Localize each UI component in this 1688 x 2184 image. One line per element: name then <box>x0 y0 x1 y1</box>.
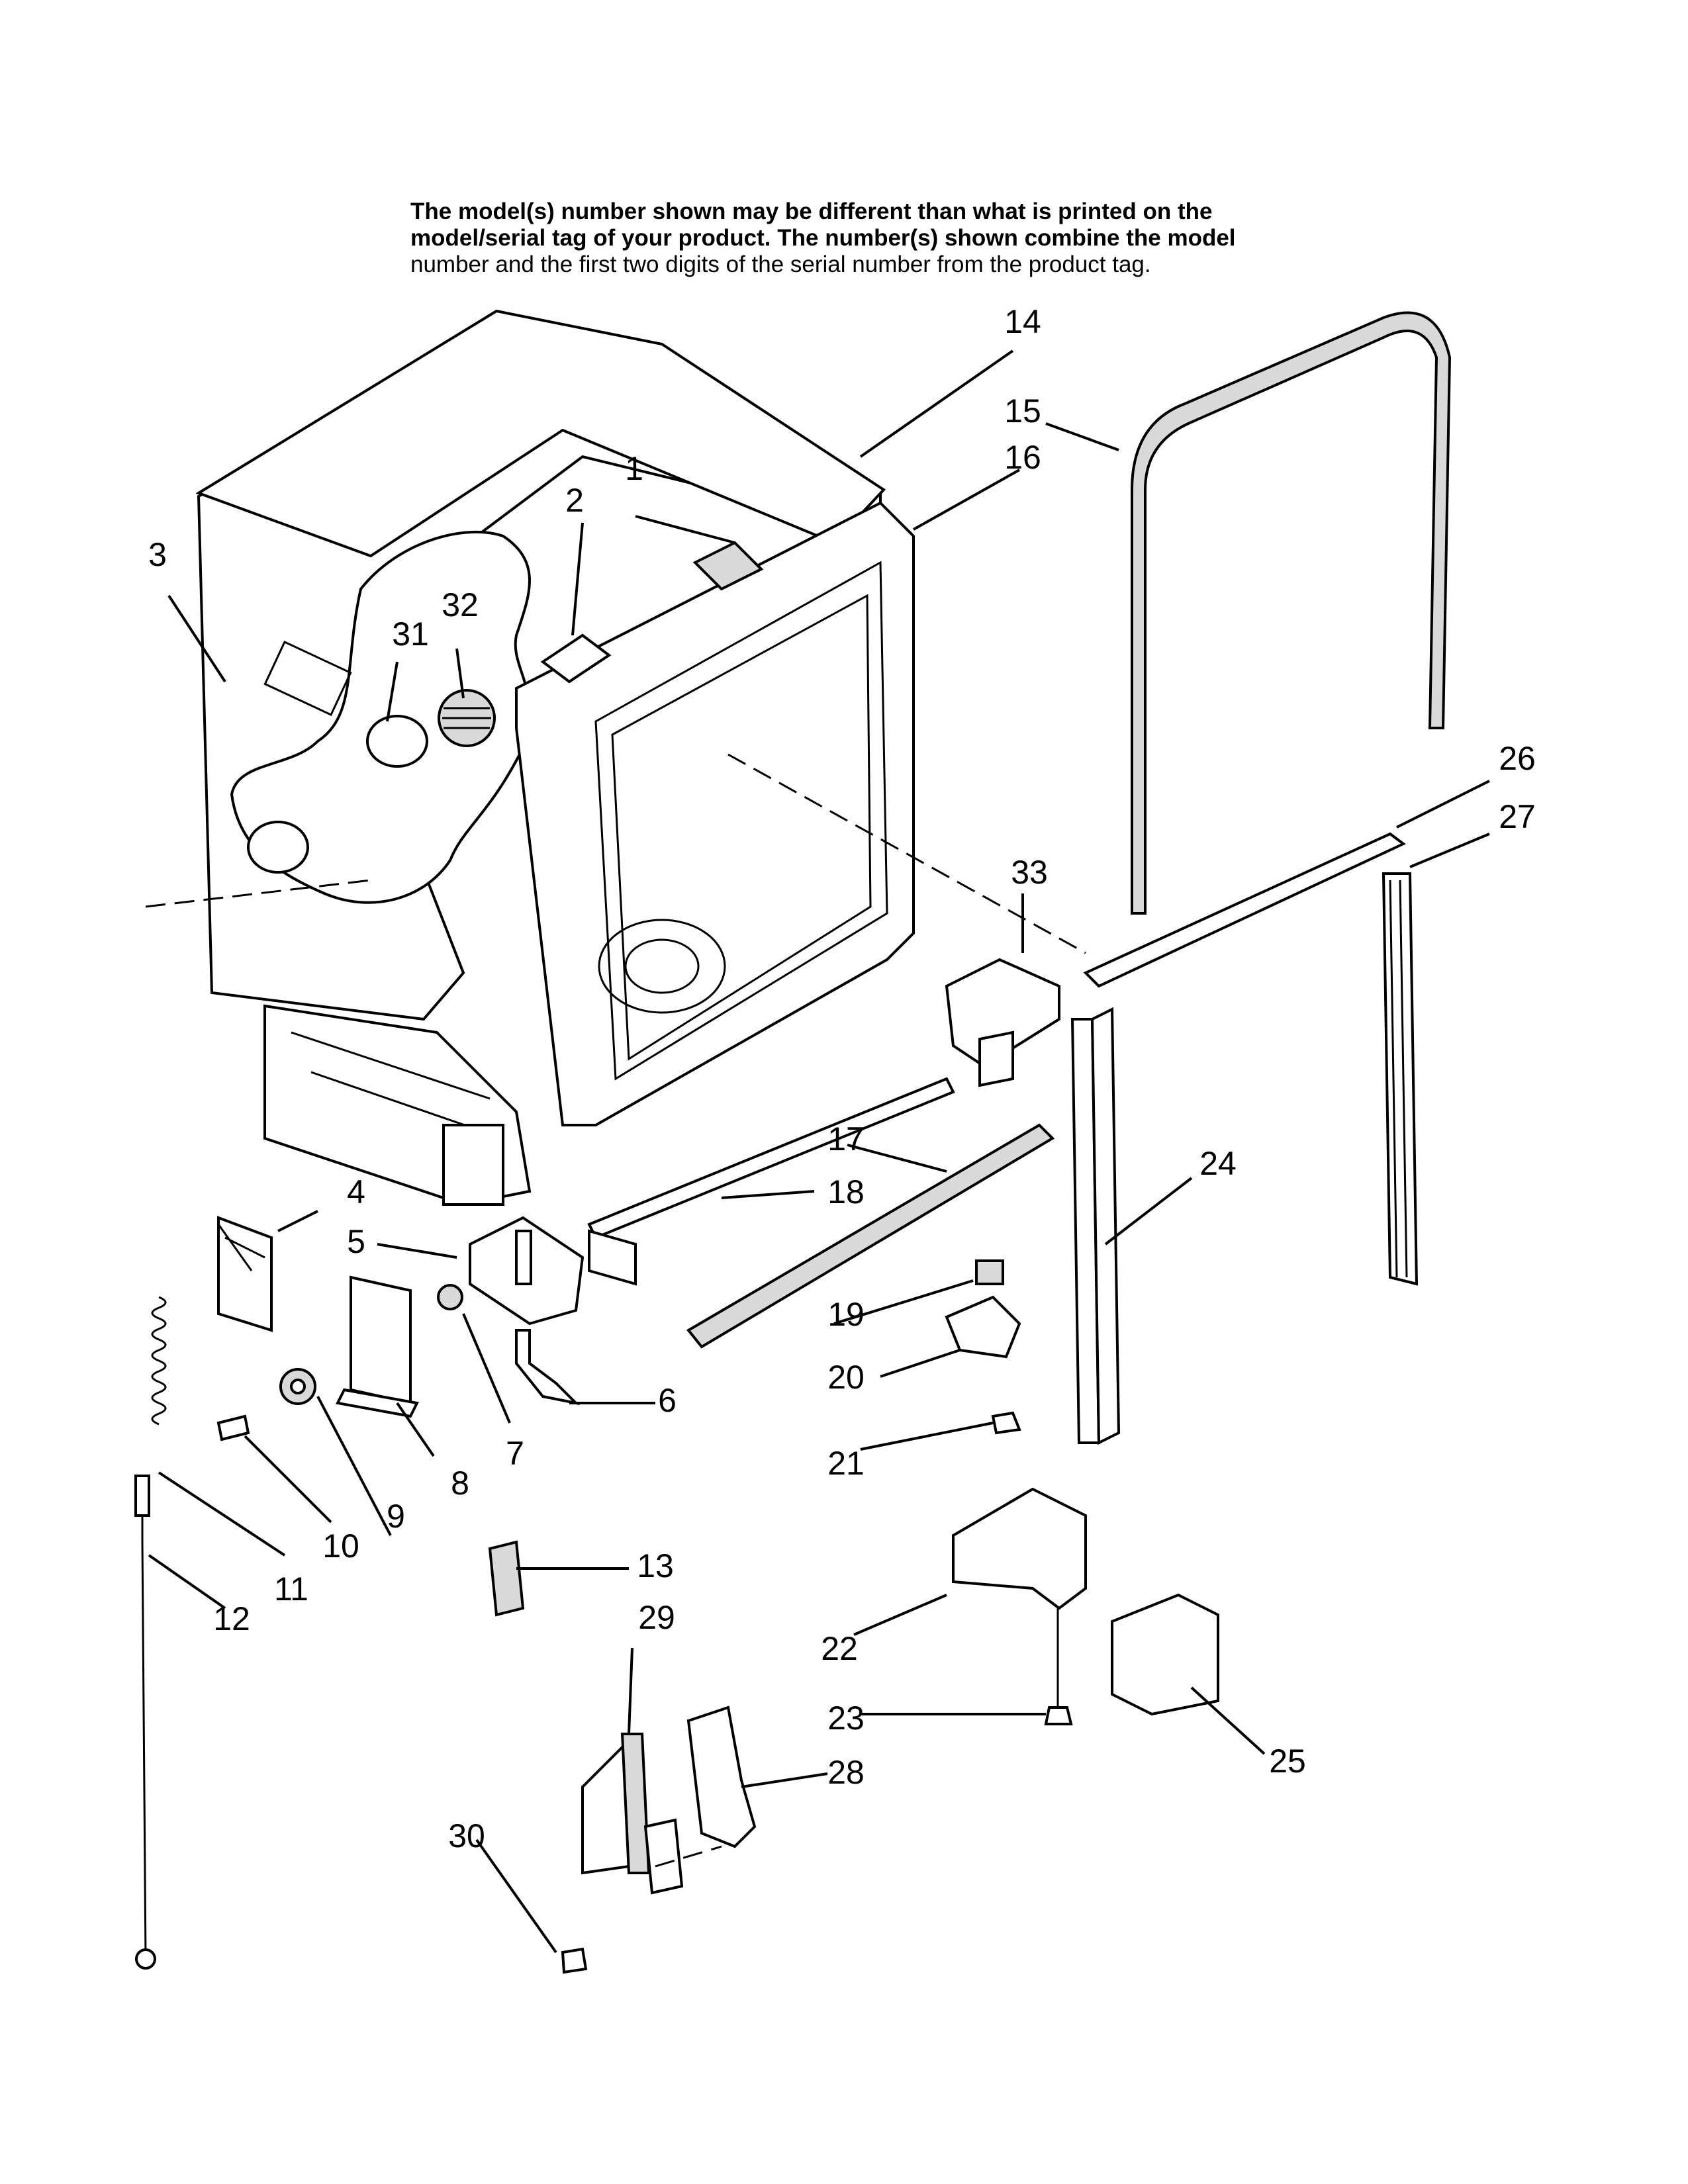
callout-3: 3 <box>148 536 167 573</box>
tub-assembly <box>145 309 1086 1206</box>
part-11-spring <box>151 1296 167 1426</box>
callout-23: 23 <box>827 1700 865 1737</box>
callout-9: 9 <box>387 1498 405 1535</box>
part-2-vent <box>540 633 612 684</box>
part-20-bracket <box>945 1295 1021 1359</box>
part-17-trim-strip <box>686 1123 1055 1349</box>
part-1-latch-bracket <box>692 541 764 591</box>
callout-7: 7 <box>506 1435 524 1472</box>
callout-14: 14 <box>1004 303 1041 340</box>
side-port <box>247 821 309 874</box>
callout-6: 6 <box>658 1382 677 1419</box>
rear-bracket <box>442 1124 504 1206</box>
side-vent-slot <box>263 641 352 716</box>
callout-30: 30 <box>448 1817 485 1854</box>
part-19-knob <box>975 1259 1004 1285</box>
tub-sump <box>598 919 726 1014</box>
part-13-clip <box>488 1540 525 1617</box>
part-29-door-spring-cover <box>581 1737 630 1875</box>
callout-22: 22 <box>821 1630 858 1667</box>
model-number-note: The model(s) number shown may be differe… <box>410 199 1403 278</box>
part-10-pin <box>216 1414 250 1441</box>
insulation-cutout <box>230 531 531 904</box>
callout-5: 5 <box>347 1223 365 1260</box>
callout-31: 31 <box>392 615 429 653</box>
tub-front-opening <box>594 561 888 1081</box>
part-26-strip <box>1083 832 1406 988</box>
note-line-2: model/serial tag of your product. The nu… <box>410 225 1236 251</box>
callout-20: 20 <box>827 1359 865 1396</box>
callout-13: 13 <box>637 1547 674 1584</box>
callout-16: 16 <box>1004 439 1041 476</box>
tub-top <box>195 309 886 558</box>
part-15-door-gasket <box>1131 311 1452 915</box>
part-33-clip <box>945 958 1060 1074</box>
callout-24: 24 <box>1199 1145 1237 1182</box>
callout-10: 10 <box>322 1527 359 1565</box>
callout-28: 28 <box>827 1754 865 1791</box>
callout-27: 27 <box>1499 798 1536 835</box>
callout-25: 25 <box>1269 1743 1306 1780</box>
part-6-hook <box>515 1329 581 1406</box>
callout-32: 32 <box>442 586 479 623</box>
callout-8: 8 <box>451 1465 469 1502</box>
callout-11: 11 <box>274 1570 308 1608</box>
callout-15: 15 <box>1004 392 1041 430</box>
callout-21: 21 <box>827 1445 865 1482</box>
part-7-nut <box>437 1284 463 1310</box>
note-line-1: The model(s) number shown may be differe… <box>410 199 1213 224</box>
tub-front-frame <box>515 501 915 1126</box>
callout-labels: 1 2 3 4 5 6 7 8 9 10 11 12 13 14 15 16 1… <box>148 303 1536 1854</box>
callout-12: 12 <box>213 1600 250 1637</box>
note-line-3: number and the first two digits of the s… <box>410 251 1151 277</box>
callout-29: 29 <box>638 1599 675 1636</box>
callout-18: 18 <box>827 1173 865 1210</box>
callout-2: 2 <box>565 482 584 519</box>
callout-17: 17 <box>827 1120 865 1158</box>
part-25-cover <box>1111 1593 1219 1716</box>
part-12-cable <box>141 1482 147 1960</box>
part-30-screw <box>561 1947 588 1974</box>
callout-4: 4 <box>347 1173 365 1210</box>
part-8-mount-plate <box>350 1275 412 1405</box>
callout-1: 1 <box>625 450 643 487</box>
callout-26: 26 <box>1499 740 1536 777</box>
part-4-spring-plate <box>217 1216 273 1332</box>
leader-lines <box>148 349 1490 1954</box>
part-31-gasket <box>366 715 428 768</box>
part-22-leg-bracket <box>952 1487 1087 1610</box>
callout-33: 33 <box>1011 854 1048 891</box>
part-33-clip-tab <box>978 1030 1014 1087</box>
part-21-screw <box>991 1411 1021 1435</box>
part-28-hinge-plate <box>686 1706 757 1848</box>
callout-19: 19 <box>827 1296 865 1333</box>
tub-inner-opening <box>611 594 872 1061</box>
